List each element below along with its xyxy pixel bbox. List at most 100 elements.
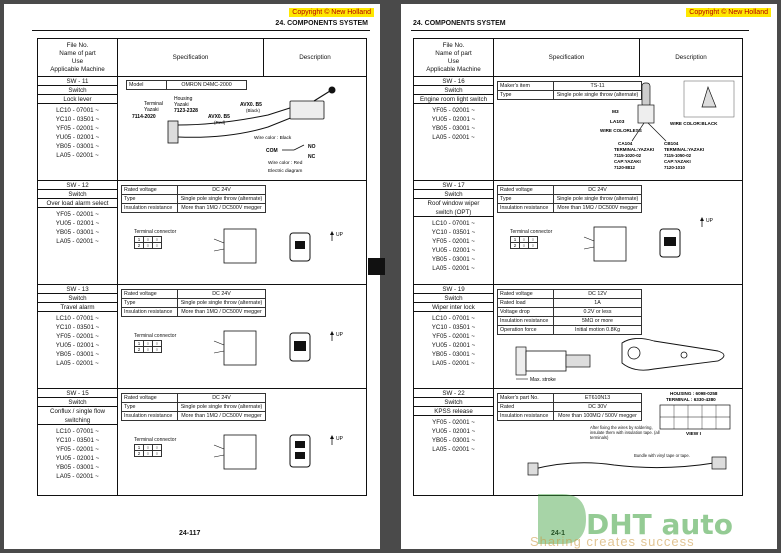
machine-item: LC10 - 07001 ~ — [56, 315, 99, 322]
spec-value: Single pole single throw (alternate) — [553, 90, 642, 100]
machine-item: LA05 - 02001 ~ — [56, 473, 99, 480]
wire-black-spec: AVX0. B5 — [240, 102, 262, 108]
part-use: Travel alarm — [38, 303, 117, 312]
toggle-switch-drawing: M3 LA103 WIRE COLORLESS WIRE COLOR:BLACK… — [600, 80, 735, 170]
connector-label: Terminal connector — [134, 333, 177, 339]
machine-item: YF05 - 02001 ~ — [432, 238, 475, 245]
rocker-switch-drawing: UP — [213, 434, 344, 470]
part-info: SW - 19 Switch Wiper inter lock LC10 - 0… — [414, 285, 494, 388]
terminal-lead — [213, 350, 225, 354]
machine-item: YU05 - 02001 ~ — [431, 247, 476, 254]
watermark-name: DHT auto — [586, 508, 733, 541]
header-rule — [411, 30, 749, 31]
file-no: SW - 17 — [414, 181, 493, 190]
machine-item: YU05 - 02001 ~ — [431, 428, 476, 435]
part-use-cont: switch (OPT) — [414, 208, 493, 217]
table-row: SW - 12 Switch Over load alarm select YF… — [38, 181, 366, 285]
machine-item: YC10 - 03501 ~ — [431, 324, 476, 331]
part-name: Switch — [414, 398, 493, 407]
page-number: 24-117 — [179, 530, 201, 537]
ca104-label: CA104 — [618, 141, 633, 146]
header-file-no: File No. — [66, 41, 89, 49]
file-no: SW - 15 — [38, 389, 117, 398]
machine-item: YF05 - 02001 ~ — [56, 446, 99, 453]
part-name: Switch — [414, 190, 493, 199]
header-file-no: File No. — [442, 41, 465, 49]
part-info: SW - 16 Switch Engine room light switch … — [414, 77, 494, 180]
header-description: Description — [299, 54, 331, 61]
machine-list: LC10 - 07001 ~ YC10 - 03501 ~ YF05 - 020… — [38, 104, 117, 160]
wire-black-color: (Black) — [246, 108, 261, 113]
file-no: SW - 16 — [414, 77, 493, 86]
machine-item: YF05 - 02001 ~ — [56, 211, 99, 218]
bundle-note-box: Bundle with vinyl tape or tape. — [634, 453, 690, 458]
conflux-icon — [295, 441, 305, 448]
part-name: Switch — [38, 190, 117, 199]
wire-lead — [631, 122, 645, 142]
wire-black-label: WIRE COLOR:BLACK — [670, 121, 718, 126]
switch-side-view — [223, 330, 257, 366]
part-use-cont: switching — [38, 416, 117, 425]
arrow-head-icon — [700, 217, 704, 221]
detail-view-frame — [683, 80, 735, 118]
machine-item: YB05 - 03001 ~ — [55, 351, 100, 358]
wiper-interlock-drawing: Max. stroke — [515, 338, 725, 383]
bundle-note: Bundle with vinyl tape or tape. — [634, 453, 690, 458]
machine-item: YF05 - 02001 ~ — [432, 419, 475, 426]
spec-value: More than 1MΩ / DC500V megger — [177, 307, 266, 317]
pivot-hole — [627, 346, 641, 360]
toggle-detail-shape — [701, 85, 717, 108]
connector-grid: 1○○2○○ — [134, 444, 162, 457]
housing-yazaki: Yazaki — [174, 102, 189, 108]
machine-list: LC10 - 07001 ~ YC10 - 03501 ~ YF05 - 020… — [414, 217, 493, 273]
switch-contact — [293, 144, 305, 151]
rocker-switch-drawing: UP — [213, 330, 344, 366]
terminal-lead — [213, 444, 225, 450]
machine-item: YF05 - 02001 ~ — [432, 107, 475, 114]
switch-body — [289, 100, 325, 120]
electric-diagram-label: Electric diagram — [268, 168, 302, 174]
switch-front-view — [289, 434, 311, 468]
arrow-head-icon — [330, 331, 334, 335]
table-row: SW - 17 Switch Roof window wiper switch … — [414, 181, 742, 285]
header-applicable-machine: Applicable Machine — [426, 65, 481, 73]
switch-side-view — [223, 228, 257, 264]
watermark-logo-icon — [538, 494, 586, 544]
part-info: SW - 13 Switch Travel alarm LC10 - 07001… — [38, 285, 118, 388]
file-no: SW - 11 — [38, 77, 117, 86]
machine-item: YB05 - 03001 ~ — [55, 229, 100, 236]
part-use: Conflux / single flow — [49, 408, 106, 415]
machine-item: YU05 - 02001 ~ — [431, 116, 476, 123]
rocker-switch-drawing: UP — [583, 217, 714, 262]
lever-plate — [621, 338, 725, 371]
table-row: SW - 22 Switch KPSS release YF05 - 02001… — [414, 389, 742, 495]
connector-body — [565, 354, 591, 368]
components-table: File No. Name of part Use Applicable Mac… — [37, 38, 367, 496]
lock-lever-diagram: Terminal Yazaki 7114-2020 Housing Yazaki… — [132, 86, 336, 174]
no-label: NO — [308, 144, 316, 150]
switch-body — [525, 350, 567, 372]
part-use: Lock lever — [38, 95, 117, 104]
connector-grid: 1○○2○○ — [510, 236, 538, 249]
wire-red-spec: AVX0. B5 — [208, 114, 230, 120]
table-row: SW - 15 Switch Conflux / single flow swi… — [38, 389, 366, 495]
header-name-of-part: Name of part — [59, 49, 96, 57]
terminal-label: TERMINAL : 6330-4380 — [666, 397, 716, 402]
housing-shape — [167, 120, 179, 144]
kpss-release-drawing: HOUSING : 6098-0258 TERMINAL : 6330-4380… — [527, 391, 731, 476]
arrow-head-icon — [330, 435, 334, 439]
wire-red — [177, 116, 294, 138]
header-rule — [32, 30, 370, 31]
arrow-head-icon — [330, 231, 334, 235]
ca104-terminal: TERMINAL:YAZAKI — [614, 147, 654, 152]
components-table: File No. Name of part Use Applicable Mac… — [413, 38, 743, 496]
machine-item: YB05 - 03001 ~ — [55, 143, 100, 150]
part-info: SW - 11 Switch Lock lever LC10 - 07001 ~… — [38, 77, 118, 180]
spec-value: Initial motion 0.8Kg — [553, 325, 642, 335]
part-name: Switch — [38, 294, 117, 303]
